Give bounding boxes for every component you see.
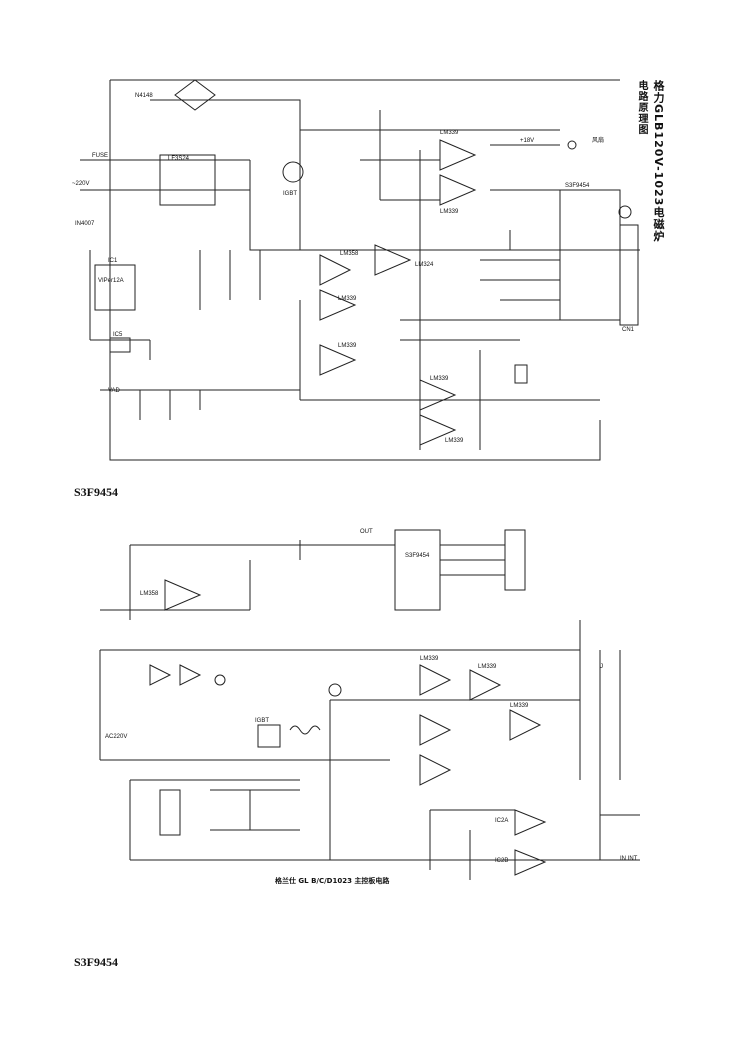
svg-text:LM339: LM339 <box>430 376 449 382</box>
svg-text:~220V: ~220V <box>72 181 90 187</box>
svg-text:IN4007: IN4007 <box>75 221 95 227</box>
svg-text:风扇: 风扇 <box>592 136 604 144</box>
svg-text:IC2B: IC2B <box>495 858 508 864</box>
svg-text:+18V: +18V <box>520 138 534 144</box>
svg-text:IGBT: IGBT <box>283 191 297 197</box>
bottom-caption: 格兰仕 GL B/C/D1023 主控板电路 <box>275 877 390 885</box>
svg-text:LM324: LM324 <box>415 262 434 268</box>
svg-text:LM339: LM339 <box>510 703 529 709</box>
svg-text:LM339: LM339 <box>440 130 459 136</box>
svg-text:VAD: VAD <box>108 388 121 394</box>
svg-text:AC220V: AC220V <box>105 734 127 740</box>
top-subtitle: 电路原理图 <box>636 80 647 135</box>
svg-text:CN1: CN1 <box>622 327 635 333</box>
svg-text:FUSE: FUSE <box>92 153 108 159</box>
svg-text:LM358: LM358 <box>340 251 359 257</box>
svg-text:LM339: LM339 <box>338 296 357 302</box>
svg-text:J: J <box>600 664 603 670</box>
svg-text:LM339: LM339 <box>478 664 497 670</box>
svg-text:LM339: LM339 <box>445 438 464 444</box>
svg-text:S3F9454: S3F9454 <box>565 183 590 189</box>
svg-text:LM358: LM358 <box>140 591 159 597</box>
top-title: 格力GLB120V-1023电磁炉 <box>652 80 665 243</box>
svg-text:IGBT: IGBT <box>255 718 269 724</box>
svg-text:N4148: N4148 <box>135 93 153 99</box>
svg-text:LF3S24: LF3S24 <box>168 156 190 162</box>
svg-text:IC5: IC5 <box>113 332 123 338</box>
svg-text:S3F9454: S3F9454 <box>405 553 430 559</box>
svg-text:LM339: LM339 <box>338 343 357 349</box>
caption-top: S3F9454 <box>74 485 119 499</box>
top-schematic: LM339 LM339 LM358 LM324 LM339 LM339 LM33… <box>72 79 640 461</box>
svg-text:VIPer12A: VIPer12A <box>98 278 124 284</box>
svg-text:LM339: LM339 <box>440 209 459 215</box>
svg-text:IC2A: IC2A <box>495 818 508 824</box>
svg-text:IC1: IC1 <box>108 258 118 264</box>
svg-text:OUT: OUT <box>360 529 373 535</box>
svg-text:LM339: LM339 <box>420 656 439 662</box>
caption-bottom: S3F9454 <box>74 955 119 969</box>
svg-text:IN INT: IN INT <box>620 856 638 862</box>
